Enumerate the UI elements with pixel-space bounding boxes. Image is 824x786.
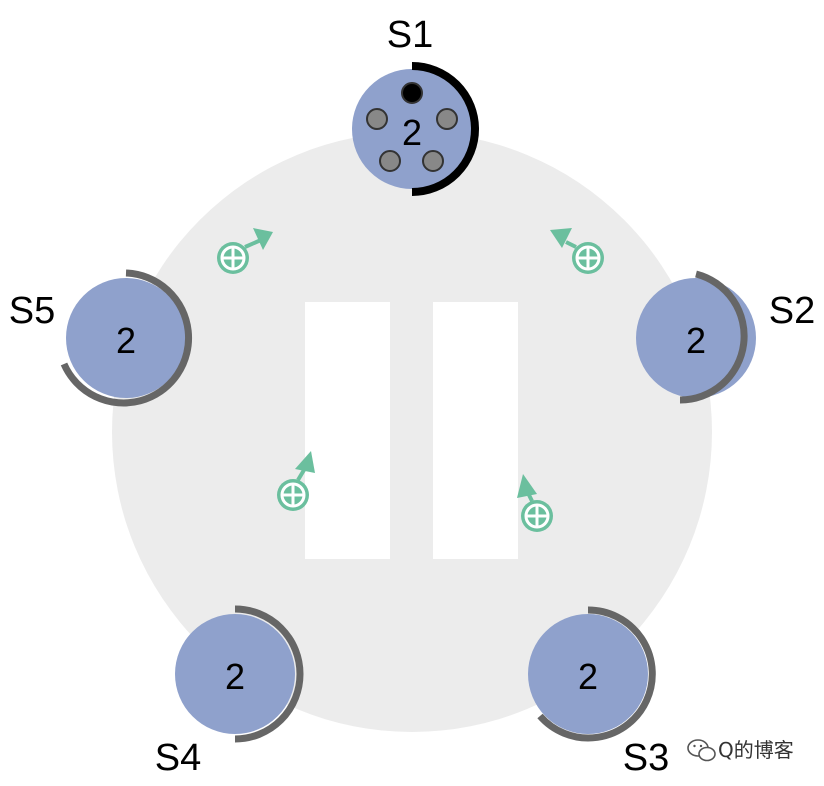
- server-circle: [528, 614, 648, 734]
- cluster-background: [112, 132, 712, 732]
- heartbeat-message-icon: [550, 228, 604, 274]
- term-number: 2: [116, 320, 136, 361]
- server-label: S1: [387, 14, 433, 56]
- term-number: 2: [225, 656, 245, 697]
- heartbeat-message-icon: [517, 474, 553, 532]
- server-circle: [636, 278, 756, 398]
- server-node-s5[interactable]: 2 S5: [9, 269, 193, 407]
- term-number: 2: [402, 112, 422, 153]
- election-timer-arc: [411, 62, 479, 196]
- watermark: Q的博客: [687, 738, 794, 762]
- server-node-s3[interactable]: 2 S3: [528, 606, 669, 779]
- wechat-icon: [687, 739, 716, 762]
- server-circle: [66, 278, 186, 398]
- term-number: 2: [578, 656, 598, 697]
- vote-dot-granted: [401, 82, 423, 104]
- vote-dot-pending: [366, 108, 388, 130]
- pause-icon: [305, 302, 518, 559]
- server-label: S3: [623, 737, 669, 779]
- server-label: S5: [9, 290, 55, 332]
- vote-dot-pending: [379, 150, 401, 172]
- watermark-text: Q的博客: [718, 738, 794, 762]
- server-node-s1[interactable]: 2 S1: [352, 14, 479, 196]
- heartbeat-message-icon: [217, 228, 273, 274]
- election-timer-arc: [60, 269, 193, 407]
- server-label: S2: [769, 290, 815, 332]
- server-label: S4: [155, 737, 201, 779]
- election-timer-arc: [234, 605, 304, 743]
- election-timer-arc: [537, 606, 656, 742]
- vote-dot-pending: [436, 108, 458, 130]
- heartbeat-message-icon: [277, 451, 315, 511]
- election-timer-arc: [679, 270, 748, 404]
- term-number: 2: [686, 320, 706, 361]
- vote-dot-pending: [422, 150, 444, 172]
- server-node-s4[interactable]: 2 S4: [155, 605, 304, 779]
- server-node-s2[interactable]: 2 S2: [636, 270, 815, 404]
- server-circle: [175, 614, 295, 734]
